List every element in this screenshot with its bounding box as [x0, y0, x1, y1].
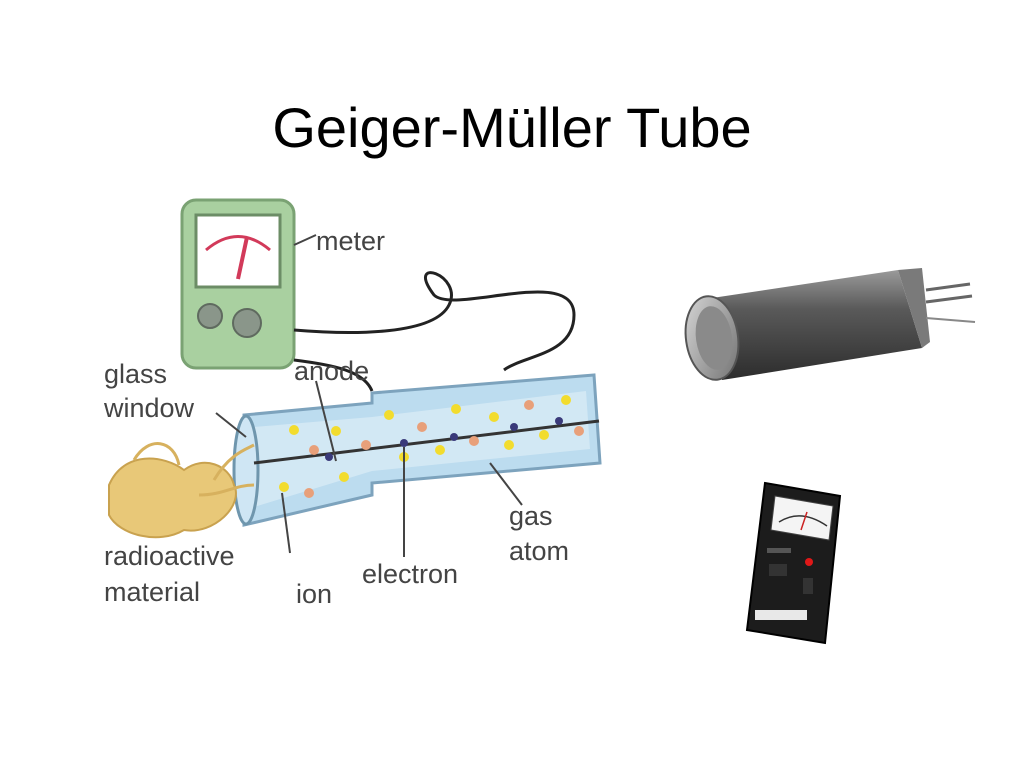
meter-wire — [293, 271, 576, 372]
label-material: material — [104, 577, 200, 607]
gm-tube-photo — [684, 268, 976, 381]
radioactive-material — [108, 442, 255, 539]
label-window: window — [104, 393, 195, 423]
label-ion: ion — [296, 579, 332, 609]
label-atom: atom — [509, 536, 569, 566]
survey-meter-photo — [745, 481, 842, 645]
label-meter: meter — [316, 226, 385, 256]
tube-body — [232, 373, 602, 527]
slide-title: Geiger-Müller Tube — [272, 96, 752, 159]
geiger-tube-diagram: meter glass window anode radioactive mat… — [104, 198, 602, 609]
label-radioactive: radioactive — [104, 541, 235, 571]
label-anode: anode — [294, 356, 369, 386]
label-glass: glass — [104, 359, 167, 389]
label-electron: electron — [362, 559, 458, 589]
meter-device — [180, 198, 296, 370]
label-gas: gas — [509, 501, 553, 531]
